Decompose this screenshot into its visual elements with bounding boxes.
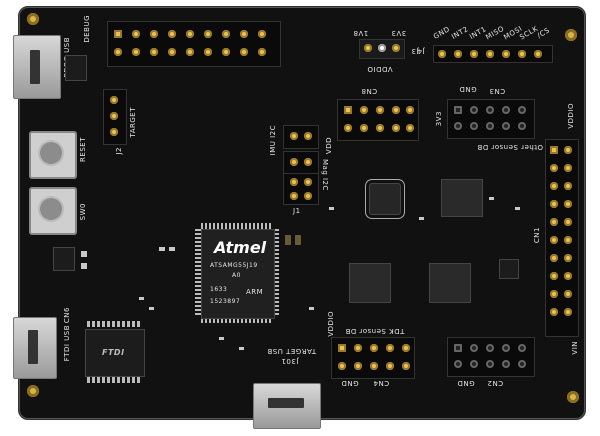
imu-i2c-jumper[interactable] <box>283 125 319 149</box>
imu-i2c-label: IMU I2C <box>269 125 277 156</box>
edbg-usb-connector[interactable] <box>13 35 61 99</box>
j2-label: J2 <box>115 147 123 155</box>
mounting-hole-bottom-right <box>567 391 579 403</box>
j301-label: J301 <box>281 357 299 365</box>
gnd-label-cn4: GND <box>341 379 359 387</box>
pcb-board: EDBG USB DEBUG TARGET J2 RESET SW0 FTDI … <box>13 6 586 429</box>
mounting-hole-top-left <box>27 13 39 25</box>
mcu-pins-bottom <box>201 317 273 323</box>
debug-label: DEBUG <box>83 15 91 43</box>
ftdi-chip: FTDI <box>85 329 145 377</box>
mcu-revision: A0 <box>232 272 241 279</box>
other-sensor-db-label: Other Sensor DB <box>477 143 544 151</box>
mcu-lot-code: 1633 <box>210 286 228 293</box>
cn1-label: CN1 <box>533 227 541 244</box>
u4-sensor-chip <box>349 263 391 303</box>
mounting-hole-bottom-left <box>27 385 39 397</box>
mcu-pins-left <box>195 229 201 315</box>
cn2-label: CN2 <box>487 379 504 387</box>
top-header-2x9[interactable] <box>107 21 281 67</box>
3v3-label-cn3: 3V3 <box>435 111 443 127</box>
debug-regulator-chip <box>65 55 87 81</box>
mag-i2c-label: Mag I2C <box>321 159 329 191</box>
vddio-label-right: VDDIO <box>567 103 575 129</box>
cn8-label: CN8 <box>361 87 378 95</box>
cn6-label: CN6 <box>63 307 71 324</box>
u7-sensor-chip <box>441 179 483 217</box>
atmel-mcu-chip: Atmel ATSAMG55J19 A0 1633 ARM 1523897 <box>201 229 275 319</box>
gnd-label-cn2: GND <box>457 379 475 387</box>
j3-voltage-jumper[interactable] <box>359 39 405 59</box>
u2-sensor-chip <box>369 183 401 215</box>
u5-sensor-chip <box>429 263 471 303</box>
cn1-header[interactable] <box>545 139 579 337</box>
mounting-hole-top-right <box>565 29 577 41</box>
ftdi-usb-connector[interactable] <box>13 317 57 379</box>
ftdi-usb-label: FTDI USB <box>63 325 71 362</box>
small-qfn-chip <box>499 259 519 279</box>
int2-label: INT2 <box>450 25 470 41</box>
cn8-header[interactable] <box>337 99 419 141</box>
vin-label: VIN <box>571 341 579 355</box>
tdk-sensor-db-label: TDK Sensor DB <box>345 327 405 335</box>
smd-led-1 <box>81 251 87 257</box>
mcu-arm-mark: ARM <box>246 288 264 296</box>
left-small-chip <box>53 247 75 271</box>
cn3-header[interactable] <box>447 99 535 139</box>
j4-label: J4 <box>417 47 425 55</box>
reset-label: RESET <box>79 137 87 162</box>
j1-label: J1 <box>293 207 301 215</box>
mcu-serial: 1523897 <box>210 298 241 305</box>
cn3-label: CN3 <box>489 87 506 95</box>
target-label: TARGET <box>129 107 137 138</box>
mcu-pins-top <box>201 223 273 229</box>
vddio-label-cn4: VDDIO <box>327 311 335 337</box>
target-usb-label: TARGET USB <box>267 347 317 355</box>
vdd-label: VDD <box>325 137 333 155</box>
ftdi-brand-label: FTDI <box>102 348 125 357</box>
1v8-label: 1V8 <box>353 29 369 37</box>
j2-jumper-header[interactable] <box>103 89 127 145</box>
sw0-label: SW0 <box>79 203 87 221</box>
target-usb-connector[interactable] <box>253 383 321 429</box>
sw0-button[interactable] <box>29 187 77 235</box>
mcu-pins-right <box>273 229 279 315</box>
j1-header[interactable] <box>283 173 319 205</box>
mcu-part-number: ATSAMG55J19 <box>210 262 258 269</box>
j4-spi-header[interactable] <box>433 45 553 63</box>
reset-button[interactable] <box>29 131 77 179</box>
gnd-label-cn3: GND <box>459 85 477 93</box>
mag-i2c-jumper[interactable] <box>283 151 319 175</box>
vddio-label-top: VDDIO <box>367 65 393 73</box>
gnd-label-j4: GND <box>432 25 452 41</box>
cn2-header[interactable] <box>447 337 535 377</box>
cn4-header[interactable] <box>331 337 415 379</box>
smd-led-2 <box>81 263 87 269</box>
3v3-label-top: 3V3 <box>391 29 407 37</box>
atmel-logo: Atmel <box>214 238 267 257</box>
cn4-label: CN4 <box>373 379 390 387</box>
